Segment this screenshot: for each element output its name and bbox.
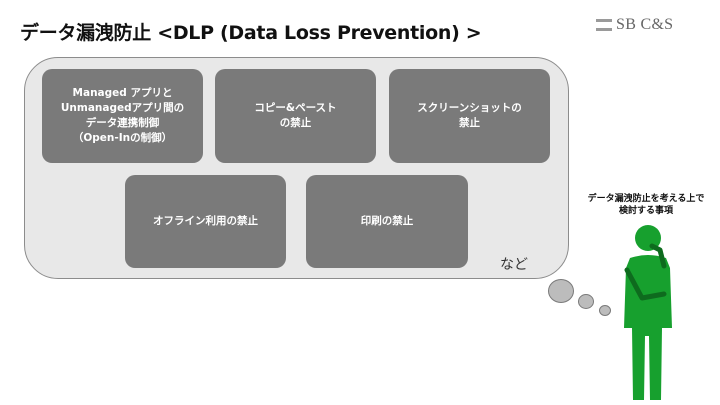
- thought-bubble-medium: [578, 294, 594, 309]
- logo-mark-icon: [596, 19, 612, 31]
- logo-text: SB C&S: [616, 16, 674, 33]
- measure-copy-paste: コピー&ペースト の禁止: [215, 69, 376, 163]
- measure-print: 印刷の禁止: [306, 175, 468, 268]
- etc-label: など: [500, 257, 528, 273]
- company-logo: SB C&S: [596, 15, 673, 35]
- thinker-caption: データ漏洩防止を考える上で 検討する事項: [587, 194, 705, 216]
- thought-bubble-large: [548, 279, 574, 303]
- measure-offline: オフライン利用の禁止: [125, 175, 286, 268]
- measure-open-in-control: Managed アプリと Unmanagedアプリ間の データ連携制御 （Ope…: [42, 69, 203, 163]
- page-title: データ漏洩防止 <DLP (Data Loss Prevention) >: [20, 22, 482, 44]
- thinking-person-icon: [624, 225, 672, 400]
- thought-bubble-small: [599, 305, 611, 316]
- measure-screenshot: スクリーンショットの 禁止: [389, 69, 550, 163]
